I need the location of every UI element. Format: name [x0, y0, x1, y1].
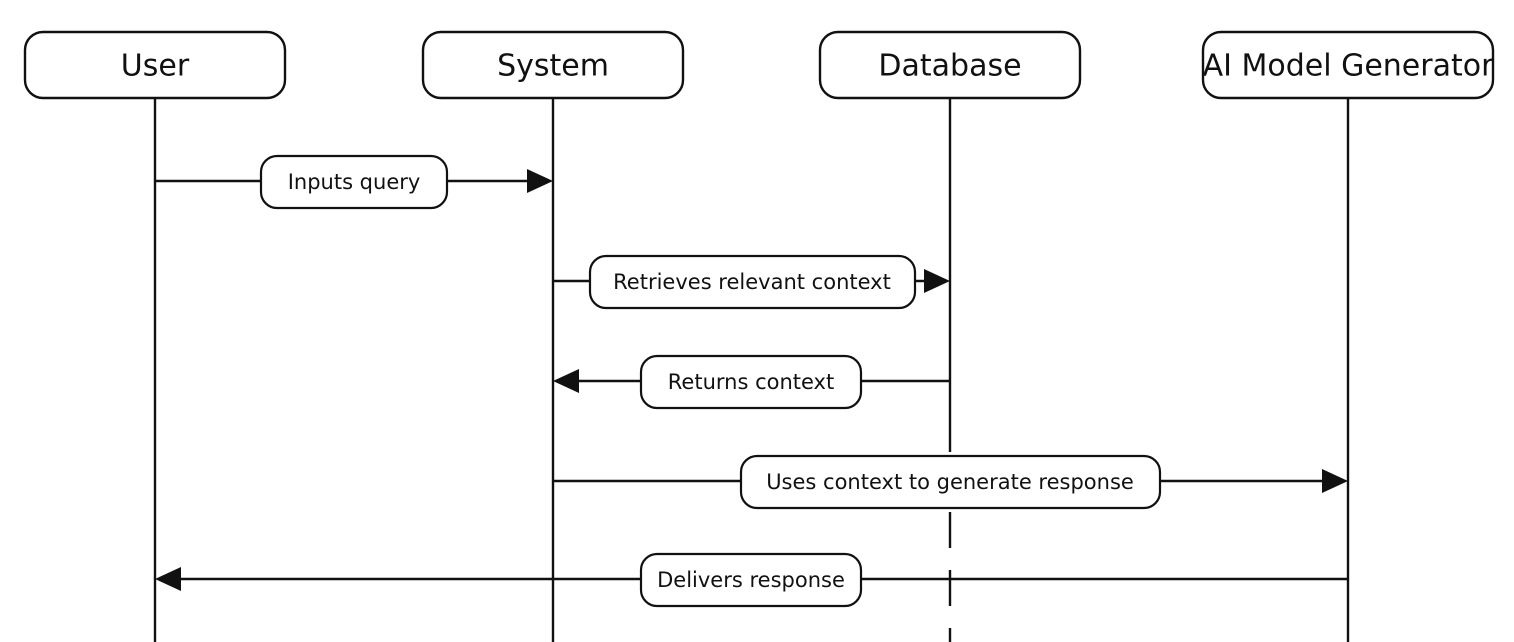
- participant-database[interactable]: Database: [818, 30, 1082, 100]
- message-retrieves-relevant-context[interactable]: Retrieves relevant context: [553, 254, 950, 310]
- message-delivers-response[interactable]: Delivers response: [155, 552, 1348, 608]
- message-label-3: Returns context: [668, 370, 834, 394]
- message-inputs-query[interactable]: Inputs query: [155, 154, 553, 210]
- message-box-4: [739, 454, 1162, 510]
- message-returns-context[interactable]: Returns context: [553, 354, 950, 410]
- lifelines-group: [153, 98, 1350, 642]
- participant-box-ai-model-generator: [1201, 30, 1495, 100]
- participant-label-database: Database: [878, 49, 1021, 84]
- participant-ai-model-generator[interactable]: AI Model Generator: [1201, 30, 1495, 100]
- message-uses-context-to-generate-response[interactable]: Uses context to generate response: [553, 454, 1348, 510]
- message-box-2: [588, 254, 917, 310]
- participant-user[interactable]: User: [23, 30, 287, 100]
- arrow-head-left-5: [155, 567, 181, 591]
- message-label-1: Inputs query: [288, 170, 421, 194]
- participant-label-ai-model-generator: AI Model Generator: [1203, 49, 1495, 84]
- message-box-1: [259, 154, 449, 210]
- arrow-head-right-4: [1322, 469, 1348, 493]
- arrow-head-right-1: [527, 169, 553, 193]
- participant-system[interactable]: System: [421, 30, 685, 100]
- arrow-head-left-3: [553, 369, 579, 393]
- participant-box-database: [818, 30, 1082, 100]
- message-box-5: [639, 552, 863, 608]
- message-box-3: [639, 354, 863, 410]
- participant-label-system: System: [497, 49, 609, 84]
- message-label-4: Uses context to generate response: [766, 470, 1134, 494]
- participant-label-user: User: [121, 49, 190, 84]
- participant-box-system: [421, 30, 685, 100]
- message-label-2: Retrieves relevant context: [613, 270, 891, 294]
- message-label-5: Delivers response: [657, 568, 845, 592]
- participant-box-user: [23, 30, 287, 100]
- arrow-head-right-2: [924, 269, 950, 293]
